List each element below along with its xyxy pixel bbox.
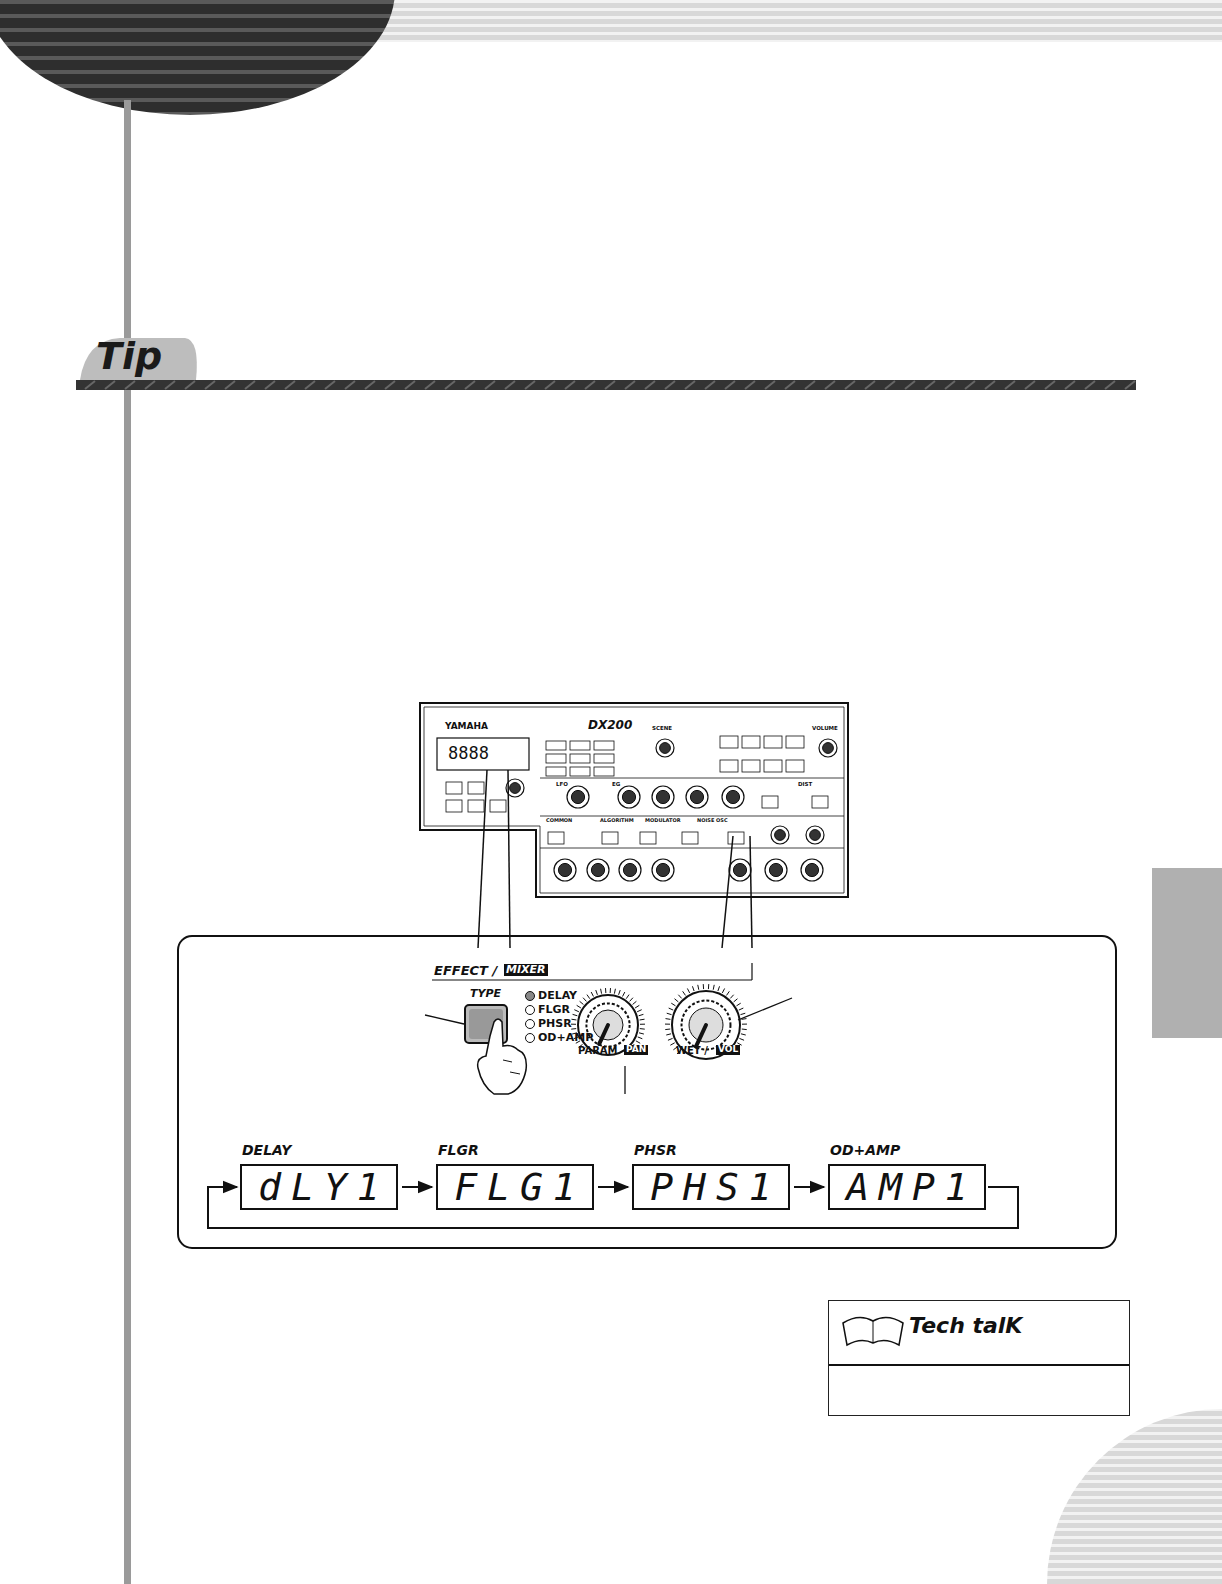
flow-arrow (598, 1186, 628, 1188)
panel-knob (765, 859, 787, 881)
panel-knob (652, 859, 674, 881)
control-label: FLGR (538, 1004, 570, 1016)
panel-knob (567, 786, 589, 808)
panel-legend: VOLUME (812, 725, 838, 731)
panel-button (742, 736, 760, 748)
panel-button (570, 754, 590, 763)
panel-knob (729, 859, 751, 881)
flow-arrow (794, 1186, 824, 1188)
display-readout: PHS1 (640, 1165, 782, 1209)
panel-button (640, 832, 656, 844)
panel-button (764, 760, 782, 772)
control-label: WET / (676, 1045, 708, 1056)
panel-button (490, 800, 506, 812)
dx200-panel (420, 703, 848, 897)
panel-button (546, 741, 566, 750)
led-display: DELAYdLY1 (240, 1164, 398, 1210)
panel-button (742, 760, 760, 772)
panel-button (812, 796, 828, 808)
panel-legend: COMMON (546, 818, 572, 824)
zoom-leader (478, 770, 752, 948)
panel-knob (656, 739, 674, 757)
flow-arrow (402, 1186, 432, 1188)
led-display: PHSRPHS1 (632, 1164, 790, 1210)
panel-button (548, 832, 564, 844)
panel-button (602, 832, 618, 844)
panel-button (720, 760, 738, 772)
effect-panel (425, 963, 792, 1094)
led-display: FLGRFLG1 (436, 1164, 594, 1210)
panel-button (546, 767, 566, 776)
control-label: VOL (716, 1045, 740, 1055)
panel-legend: LFO (556, 781, 568, 787)
panel-legend: DIST (798, 781, 812, 787)
panel-button (546, 754, 566, 763)
panel-button (720, 736, 738, 748)
panel-legend: EG (612, 781, 620, 787)
panel-legend: SCENE (652, 725, 672, 731)
panel-legend: DX200 (588, 719, 632, 732)
panel-legend: MODULATOR (645, 818, 681, 824)
panel-button (446, 782, 462, 794)
rotary-knob (665, 984, 747, 1059)
effect-type-heading: PHSR (634, 1142, 677, 1158)
panel-button (570, 767, 590, 776)
panel-knob (686, 786, 708, 808)
control-label: PARAM (578, 1045, 618, 1056)
panel-legend: 8888 (448, 744, 489, 763)
display-readout: AMP1 (836, 1165, 978, 1209)
panel-button (786, 760, 804, 772)
panel-knob (722, 786, 744, 808)
control-label: EFFECT / (434, 964, 497, 978)
panel-button (446, 800, 462, 812)
effect-type-heading: DELAY (242, 1142, 291, 1158)
panel-button (728, 832, 744, 844)
panel-knob (554, 859, 576, 881)
panel-knob (618, 786, 640, 808)
led-display: OD+AMPAMP1 (828, 1164, 986, 1210)
section-heading: Tip (96, 336, 162, 378)
effect-type-heading: OD+AMP (830, 1142, 900, 1158)
panel-button (594, 754, 614, 763)
panel-button (468, 800, 484, 812)
panel-legend: YAMAHA (445, 722, 488, 732)
control-label: MIXER (504, 964, 548, 976)
control-label: DELAY (538, 990, 577, 1002)
tech-talk-box: Tech talK (828, 1300, 1130, 1416)
panel-button (468, 782, 484, 794)
panel-knob (652, 786, 674, 808)
panel-knob (801, 859, 823, 881)
control-label: OD+AMP (538, 1032, 593, 1044)
panel-knob (771, 826, 789, 844)
panel-button (594, 767, 614, 776)
control-label: PHSR (538, 1018, 572, 1030)
effect-type-heading: FLGR (438, 1142, 479, 1158)
display-readout: dLY1 (248, 1165, 390, 1209)
box-heading: Tech talK (909, 1313, 1022, 1338)
panel-knob (806, 826, 824, 844)
control-label: PAN (624, 1045, 648, 1055)
panel-knob (819, 739, 837, 757)
panel-legend: NOISE OSC (697, 818, 728, 824)
display-readout: FLG1 (444, 1165, 586, 1209)
panel-button (570, 741, 590, 750)
panel-button (762, 796, 778, 808)
panel-knob (619, 859, 641, 881)
panel-legend: ALGORITHM (600, 818, 634, 824)
panel-button (594, 741, 614, 750)
panel-button (764, 736, 782, 748)
panel-button (682, 832, 698, 844)
panel-knob (587, 859, 609, 881)
control-label: TYPE (470, 988, 501, 1000)
panel-button (786, 736, 804, 748)
